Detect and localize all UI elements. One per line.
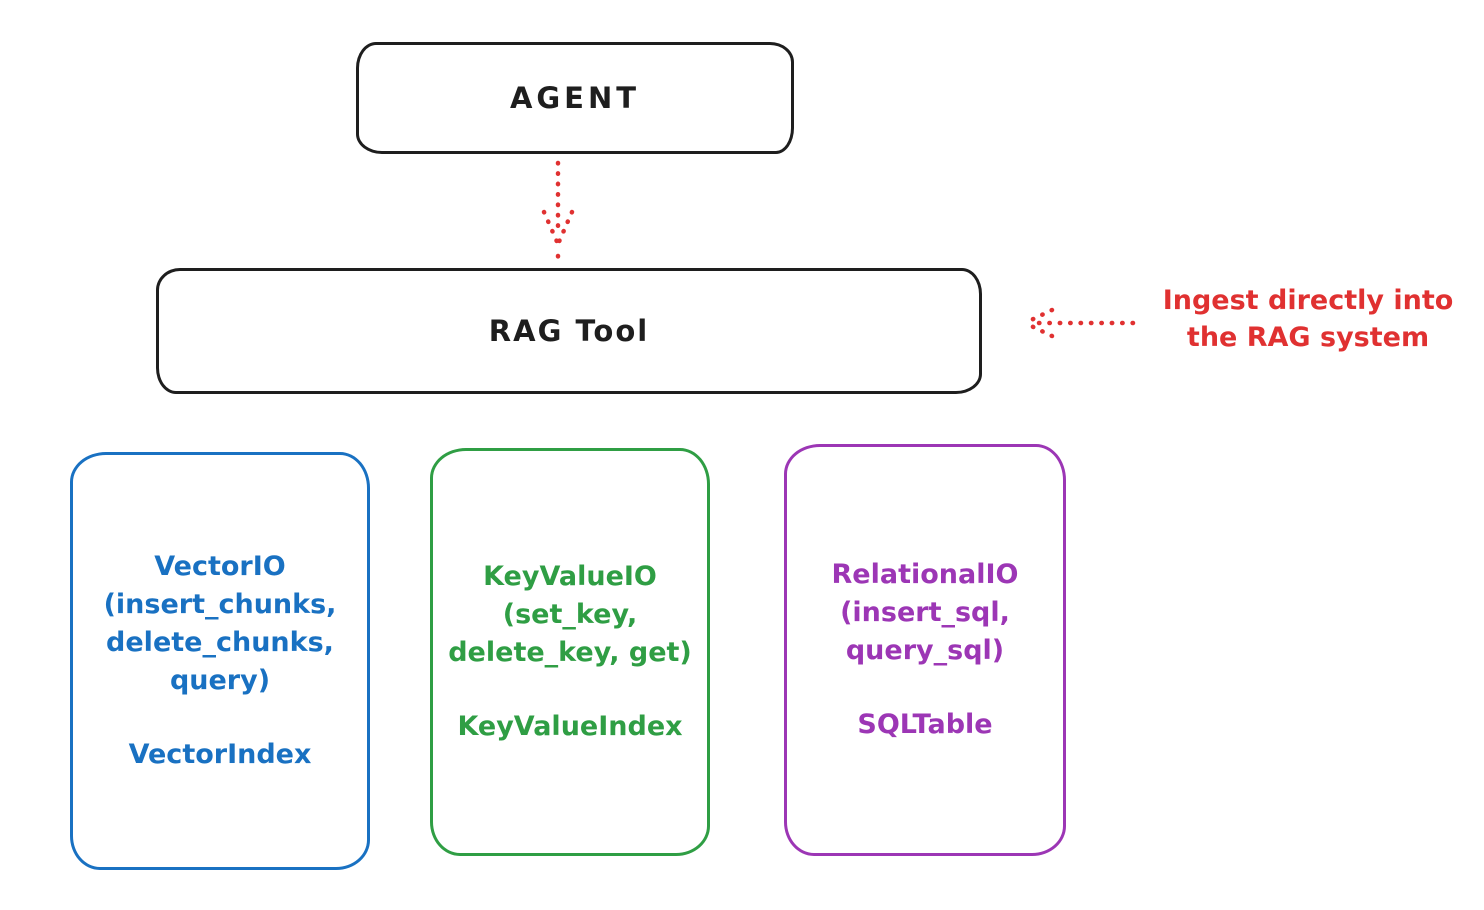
vector-io-title: VectorIO (insert_chunks, delete_chunks, …	[103, 551, 337, 696]
keyvalue-io-box: KeyValueIO (set_key, delete_key, get) Ke…	[430, 448, 710, 856]
keyvalue-index-label: KeyValueIndex	[457, 711, 683, 742]
relational-io-box: RelationalIO (insert_sql, query_sql) SQL…	[784, 444, 1066, 856]
agent-label: AGENT	[509, 81, 641, 115]
vector-index-label: VectorIndex	[128, 739, 312, 770]
vector-io-box: VectorIO (insert_chunks, delete_chunks, …	[70, 452, 370, 870]
arrow-head-left	[541, 209, 561, 247]
relational-io-title: RelationalIO (insert_sql, query_sql)	[831, 559, 1019, 666]
rag-tool-box: RAG Tool	[156, 268, 982, 394]
sql-table-label: SQLTable	[857, 709, 993, 740]
ingest-annotation: Ingest directly into the RAG system	[1162, 285, 1454, 353]
agent-box: AGENT	[356, 42, 794, 154]
arrow-head-right	[555, 209, 575, 247]
agent-to-rag-tool-arrow-icon	[541, 160, 575, 259]
keyvalue-io-title: KeyValueIO (set_key, delete_key, get)	[448, 561, 692, 668]
rag-tool-label: RAG Tool	[488, 314, 650, 348]
ingest-arrow-icon	[1022, 307, 1136, 339]
